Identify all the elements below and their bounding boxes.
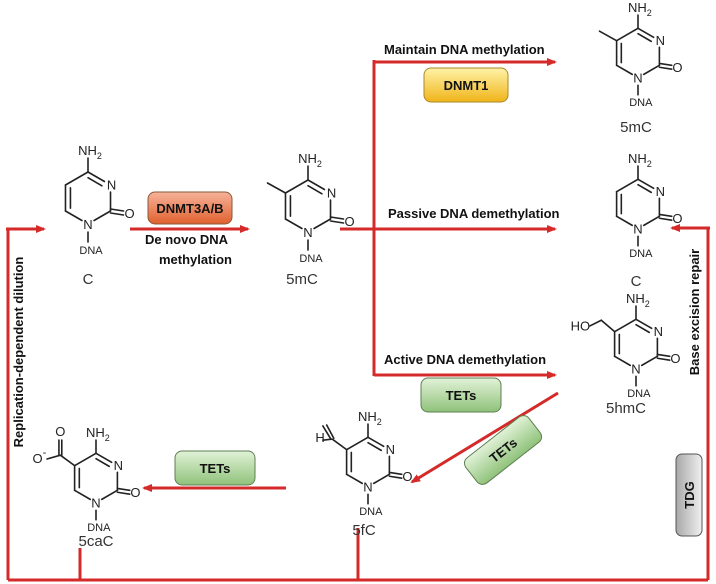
ber-label: Base excision repair	[687, 249, 702, 375]
maintain-label: Maintain DNA methylation	[384, 42, 545, 57]
carbonyl-o-label: O	[402, 469, 412, 484]
nh2-label: NH2	[78, 143, 102, 161]
nh2-label: NH2	[626, 291, 650, 309]
enzyme-tets-2: TETs	[463, 415, 543, 485]
n1-label: N	[363, 479, 372, 494]
dna-label: DNA	[299, 253, 323, 265]
dna-label: DNA	[629, 97, 653, 109]
n3-label: N	[656, 184, 665, 199]
h-label: H	[315, 430, 324, 445]
molecules-layer: NNONH2DNACNNONH2DNA5mCNNONH2DNA5mCNNONH2…	[33, 0, 683, 550]
n3-label: N	[656, 33, 665, 48]
carbonyl-o-label: O	[344, 214, 354, 229]
enzyme-tets-1: TETs	[420, 377, 502, 413]
n3-label: N	[327, 186, 336, 201]
carbonyl-o-label: O	[130, 485, 140, 500]
n3-label: N	[654, 324, 663, 339]
molecule-name-mc_main: 5mC	[286, 271, 318, 288]
n1-label: N	[91, 495, 100, 510]
n3-label: N	[107, 178, 116, 193]
replication-label: Replication-dependent dilution	[11, 257, 26, 448]
enzyme-tdg: TDG	[675, 453, 703, 537]
molecule-name-fc: 5fC	[352, 522, 376, 539]
molecule-name-c_right: C	[631, 273, 642, 290]
de-novo-label-line1: De novo DNA	[145, 232, 229, 247]
n3-label: N	[386, 442, 395, 457]
carbonyl-o-label: O	[672, 211, 682, 226]
nh2-label: NH2	[298, 151, 322, 169]
tets-1-label: TETs	[446, 388, 477, 403]
nh2-label: NH2	[628, 151, 652, 169]
n1-label: N	[633, 221, 642, 236]
n1-label: N	[83, 217, 92, 232]
ho-label: HO	[571, 319, 591, 334]
dnmt3-label: DNMT3A/B	[156, 201, 223, 216]
enzyme-tets-3: TETs	[174, 450, 256, 486]
dna-label: DNA	[359, 506, 383, 518]
connector-lines	[6, 58, 710, 582]
nh2-label: NH2	[628, 0, 652, 18]
carbonyl-o-label: O	[670, 351, 680, 366]
passive-label: Passive DNA demethylation	[388, 206, 560, 221]
active-label: Active DNA demethylation	[384, 352, 546, 367]
n1-label: N	[631, 361, 640, 376]
molecule-name-c_main: C	[83, 271, 94, 288]
dna-label: DNA	[629, 248, 653, 260]
carbonyl-o-label: O	[672, 60, 682, 75]
n3-label: N	[114, 458, 123, 473]
tdg-label: TDG	[682, 481, 697, 508]
carbonyl-o-label: O	[124, 206, 134, 221]
de-novo-label-line2: methylation	[159, 252, 232, 267]
molecule-name-cac: 5caC	[78, 533, 113, 550]
enzyme-dnmt3: DNMT3A/B	[147, 191, 233, 225]
n1-label: N	[633, 70, 642, 85]
enzyme-dnmt1: DNMT1	[423, 67, 509, 103]
nh2-label: NH2	[358, 409, 382, 427]
carboxyl-o-label: O	[55, 424, 65, 439]
molecule-name-mc_top: 5mC	[620, 119, 652, 136]
dna-label: DNA	[87, 522, 111, 534]
dnmt1-label: DNMT1	[444, 78, 489, 93]
n1-label: N	[303, 225, 312, 240]
carboxylate-o-label: O-	[33, 447, 47, 466]
tets-3-label: TETs	[200, 461, 231, 476]
arrow-hmc-to-fc	[410, 391, 559, 484]
nh2-label: NH2	[86, 425, 110, 443]
molecule-name-hmc: 5hmC	[606, 400, 646, 417]
dna-label: DNA	[79, 245, 103, 257]
dna-label: DNA	[627, 388, 651, 400]
